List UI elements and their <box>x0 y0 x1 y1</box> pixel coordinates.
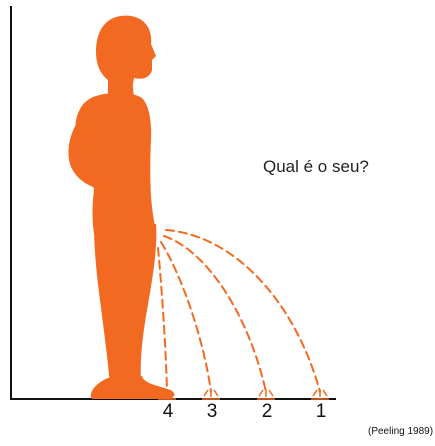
man-silhouette-icon <box>68 16 174 399</box>
level-label-1: 1 <box>311 401 331 423</box>
stream-2 <box>164 236 266 392</box>
splash-2 <box>257 389 275 399</box>
level-label-3: 3 <box>202 401 222 423</box>
level-label-2: 2 <box>257 401 277 423</box>
stream-1 <box>166 230 320 392</box>
level-label-4: 4 <box>158 401 178 423</box>
splash-1 <box>311 389 329 399</box>
splash-3 <box>202 389 220 399</box>
citation: (Peeling 1989) <box>368 426 433 437</box>
stream-4 <box>158 248 167 392</box>
question-text: Qual é o seu? <box>263 157 369 177</box>
stream-3 <box>161 242 211 392</box>
